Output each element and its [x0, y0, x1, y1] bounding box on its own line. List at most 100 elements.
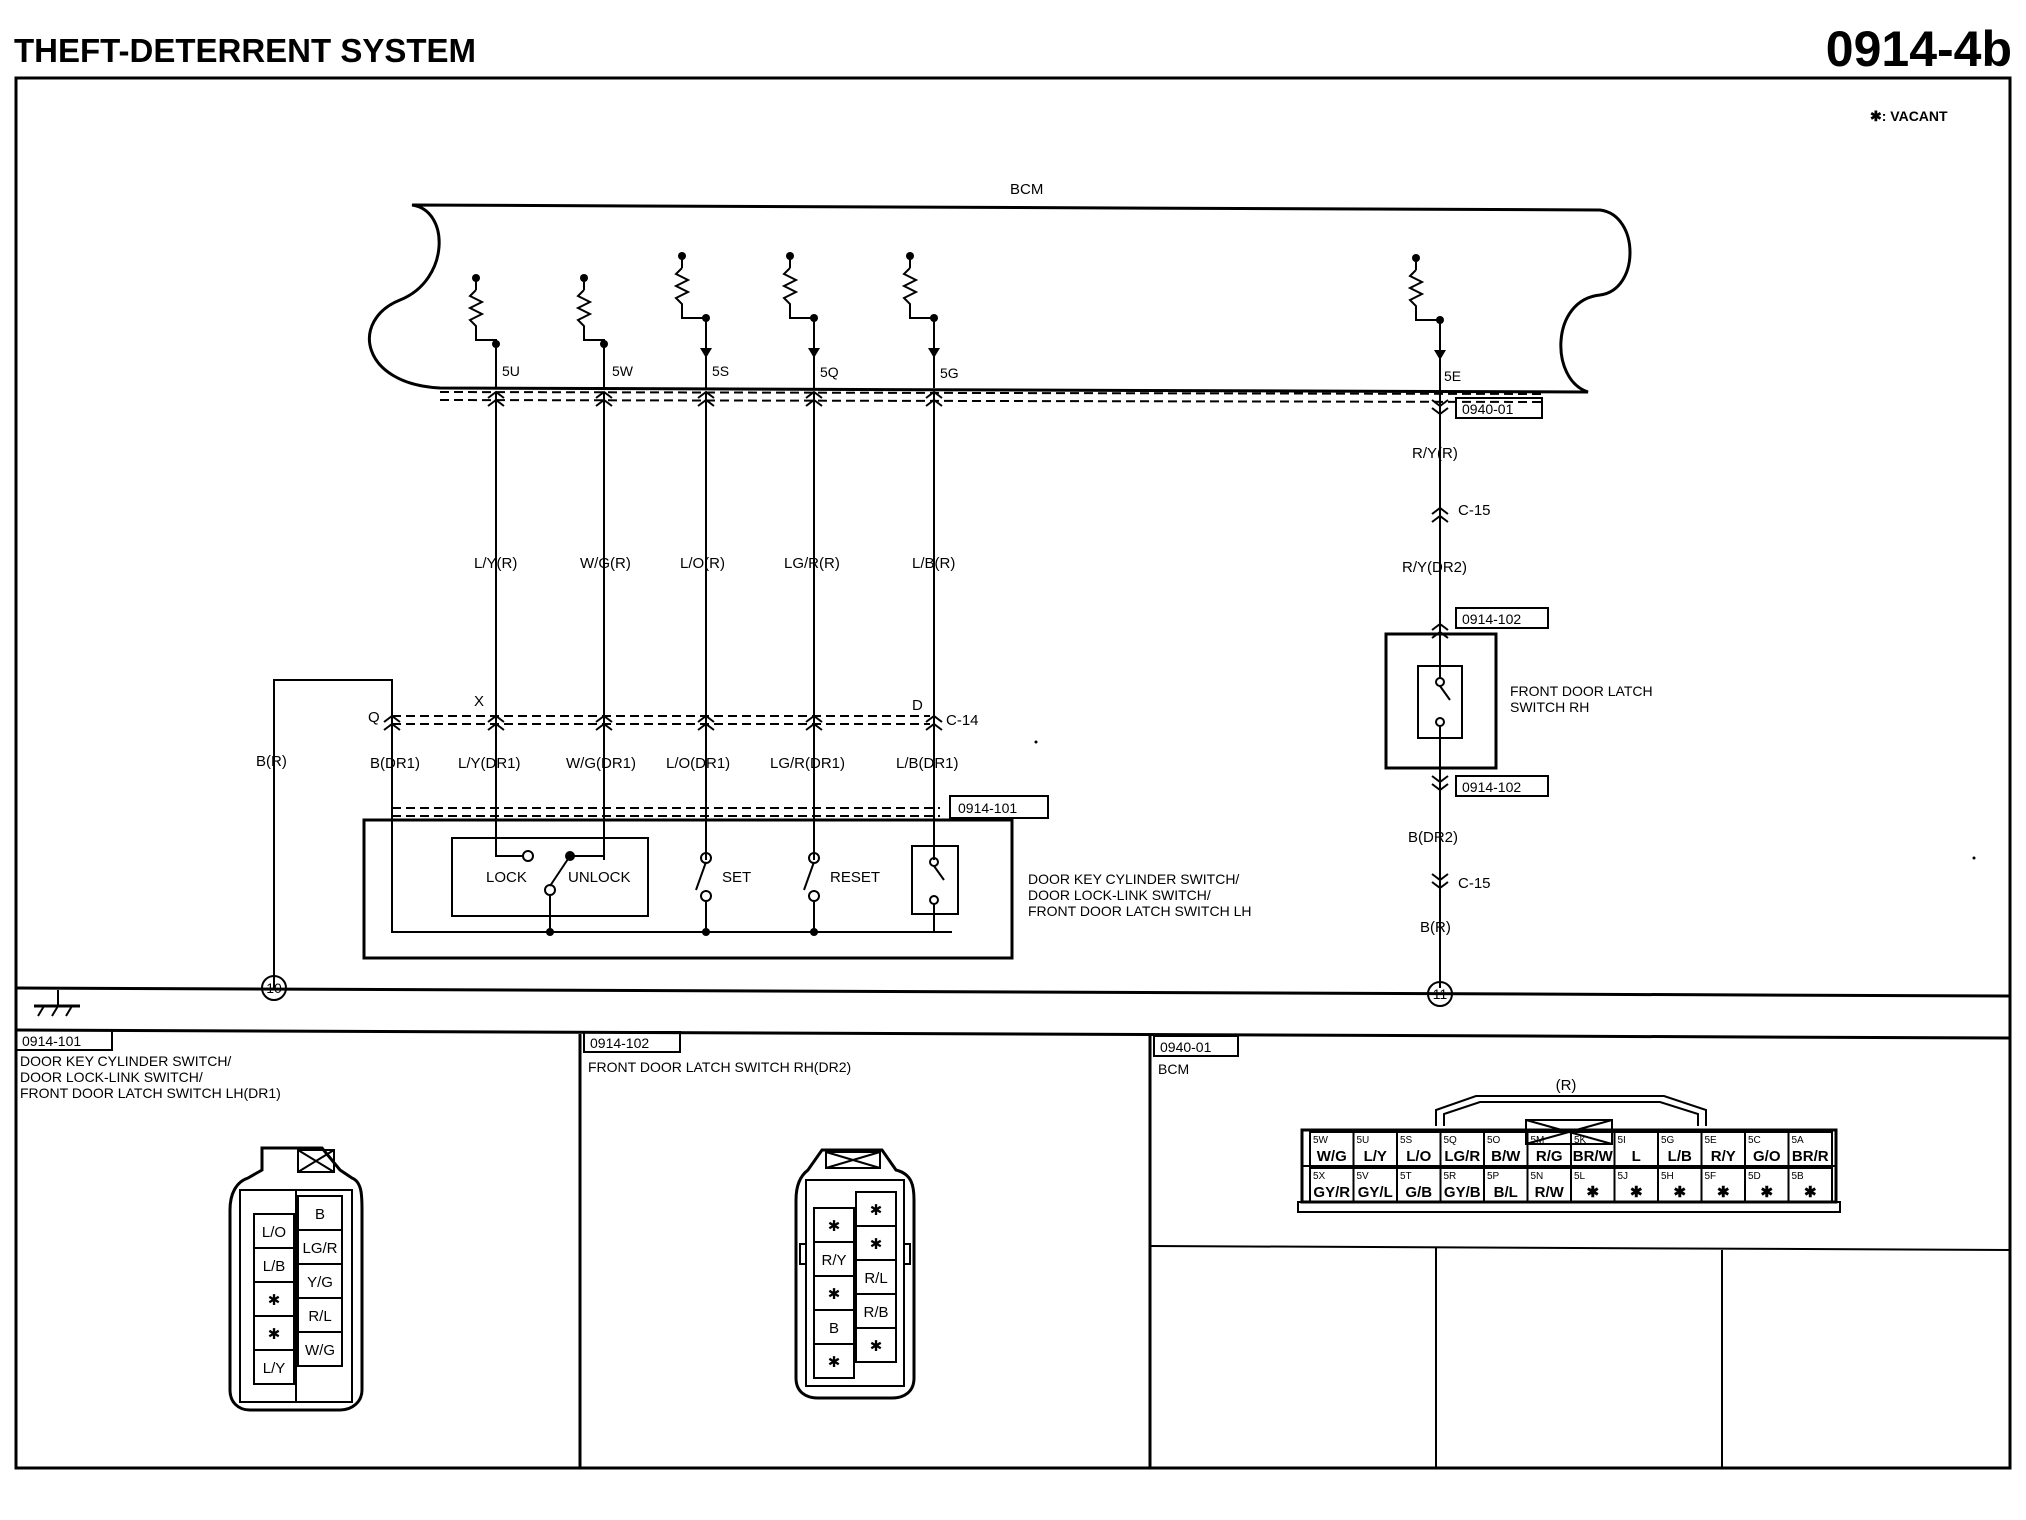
bcm-pin-wire: L/B [1668, 1148, 1692, 1165]
rh-switch-ref-box-top [1455, 607, 1549, 629]
c14-connector [383, 714, 943, 731]
bcm-pin-wire: W/G [1317, 1148, 1347, 1165]
bcm-label: BCM [1010, 181, 1043, 198]
bcm-pin-number: 5T [1400, 1171, 1412, 1182]
panel1-connector [228, 1146, 364, 1412]
bcm-pin-wire: GY/R [1313, 1184, 1350, 1201]
panel3-title: BCM [1158, 1061, 1189, 1077]
vacant-legend: ✱: VACANT [1870, 108, 1948, 124]
bcm-pin-cell [1787, 1167, 1833, 1203]
panel1-pin-left-1: L/O [262, 1224, 286, 1241]
lh-switch-name-1: DOOR KEY CYLINDER SWITCH/ [1028, 871, 1239, 887]
ground-wire-lh [273, 679, 393, 988]
panel1-pin-left-2: L/B [263, 1258, 286, 1275]
panel2-pin-right-5: ✱ [870, 1338, 883, 1355]
bcm-pin-number: 5V [1357, 1171, 1370, 1182]
bcm-pin-number: 5E [1705, 1135, 1718, 1146]
contact-unlock: UNLOCK [568, 869, 631, 886]
bcm-pin-number: 5C [1748, 1135, 1761, 1146]
bcm-pin-number: 5W [1313, 1135, 1329, 1146]
bcm-pin-wire: R/Y [1711, 1148, 1736, 1165]
bcm-pin-number: 5G [1661, 1135, 1675, 1146]
bcm-pin-number: 5D [1748, 1171, 1761, 1182]
bcm-pin-wire: R/W [1535, 1184, 1565, 1201]
bcm-pin-number: 5K [1574, 1135, 1587, 1146]
bcm-pin-wire: L/Y [1364, 1148, 1387, 1165]
bcm-pin-wire: G/O [1753, 1148, 1781, 1165]
bcm-pin-number: 5I [1618, 1135, 1626, 1146]
panel2-pins-left: ✱ R/Y ✱ B ✱ [813, 1207, 855, 1379]
bcm-pin-number: 5S [1400, 1135, 1413, 1146]
panel1-pins-left: L/O L/B ✱ ✱ L/Y [253, 1213, 295, 1385]
c14-label: C-14 [946, 712, 979, 729]
panel1-pin-left-5: L/Y [263, 1360, 286, 1377]
lh-switch-assembly [362, 818, 1014, 960]
ground-point-10 [261, 975, 287, 1001]
panel2-pin-right-3: R/L [864, 1270, 887, 1287]
bcm-pin-number: 5R [1444, 1171, 1457, 1182]
terminal-5q: 5Q [820, 364, 839, 380]
wire-label-lb-dr1: L/B(DR1) [896, 755, 959, 772]
panel1-pins-right: B LG/R Y/G R/L W/G [297, 1195, 343, 1367]
panel2-pin-left-5: ✱ [828, 1354, 841, 1371]
panel2-pin-left-4: B [829, 1320, 839, 1337]
c15-label-bottom: C-15 [1458, 875, 1491, 892]
terminal-5s: 5S [712, 363, 729, 379]
panel1-pin-right-4: R/L [308, 1308, 331, 1325]
rh-switch-ref-bottom: 0914-102 [1462, 779, 1521, 795]
bcm-pin-wire: GY/B [1444, 1184, 1481, 1201]
panel1-pin-right-3: Y/G [307, 1274, 333, 1291]
bcm-pin-number: 5J [1618, 1171, 1629, 1182]
bcm-pin-wire: ✱ [1760, 1184, 1773, 1201]
bcm-pin-wire: ✱ [1717, 1184, 1730, 1201]
wire-label-ly-r: L/Y(R) [474, 555, 517, 572]
wire-label-b-r-lh: B(R) [256, 753, 287, 770]
ground-10-label: 10 [266, 980, 282, 996]
bcm-pin-wire: ✱ [1586, 1184, 1599, 1201]
wire-label-wg-r: W/G(R) [580, 555, 631, 572]
panel2-pin-right-2: ✱ [870, 1236, 883, 1253]
lh-switch-name-3: FRONT DOOR LATCH SWITCH LH [1028, 903, 1252, 919]
wire-label-lgr-dr1: LG/R(DR1) [770, 755, 845, 772]
panel2-pin-right-1: ✱ [870, 1202, 883, 1219]
wire-label-ly-dr1: L/Y(DR1) [458, 755, 521, 772]
page-title: THEFT-DETERRENT SYSTEM [14, 32, 476, 69]
wire-label-b-dr2: B(DR2) [1408, 829, 1458, 846]
bcm-pin-number: 5B [1792, 1171, 1805, 1182]
scan-speck [1972, 856, 1976, 860]
bcm-pin-number: 5M [1531, 1135, 1545, 1146]
panel1-pin-right-5: W/G [305, 1342, 335, 1359]
bcm-pin-number: 5F [1705, 1171, 1717, 1182]
lh-switch-name-2: DOOR LOCK-LINK SWITCH/ [1028, 887, 1211, 903]
bcm-connector-ref: 0940-01 [1462, 401, 1514, 417]
bcm-pin-wire: BR/R [1792, 1148, 1829, 1165]
bcm-pin-wire: ✱ [1630, 1184, 1643, 1201]
diagram-frame [14, 76, 2012, 1470]
bcm-pin-number: 5H [1661, 1171, 1674, 1182]
contact-reset: RESET [830, 869, 880, 886]
wire-label-lo-dr1: L/O(DR1) [666, 755, 730, 772]
bcm-connector-line [439, 391, 1546, 403]
wire-label-b-dr1: B(DR1) [370, 755, 420, 772]
bcm-pin-wire: LG/R [1444, 1148, 1480, 1165]
panel3-connector-label: (R) [1556, 1077, 1577, 1094]
bcm-internal-circuits [467, 252, 1446, 392]
bcm-pin-number: 5A [1792, 1135, 1805, 1146]
panel2-pin-left-1: ✱ [828, 1218, 841, 1235]
panel1-ref: 0914-101 [22, 1033, 81, 1049]
bcm-pin-wire: GY/L [1358, 1184, 1393, 1201]
page-code: 0914-4b [1826, 21, 2012, 77]
panel1-pin-left-4: ✱ [268, 1326, 281, 1343]
bcm-pin-cell [1787, 1131, 1833, 1167]
bcm-pin-number: 5Q [1444, 1135, 1458, 1146]
scan-speck [1034, 740, 1038, 744]
panel2-pin-left-2: R/Y [821, 1252, 846, 1269]
c15-label-top: C-15 [1458, 502, 1491, 519]
lh-switch-ref: 0914-101 [958, 800, 1017, 816]
bcm-pin-wire: B/W [1491, 1148, 1521, 1165]
bcm-pin-wire: G/B [1405, 1184, 1432, 1201]
c14-pin-q: Q [368, 709, 380, 726]
wire-label-lgr-r: LG/R(R) [784, 555, 840, 572]
wire-label-ry-r: R/Y(R) [1412, 445, 1458, 462]
